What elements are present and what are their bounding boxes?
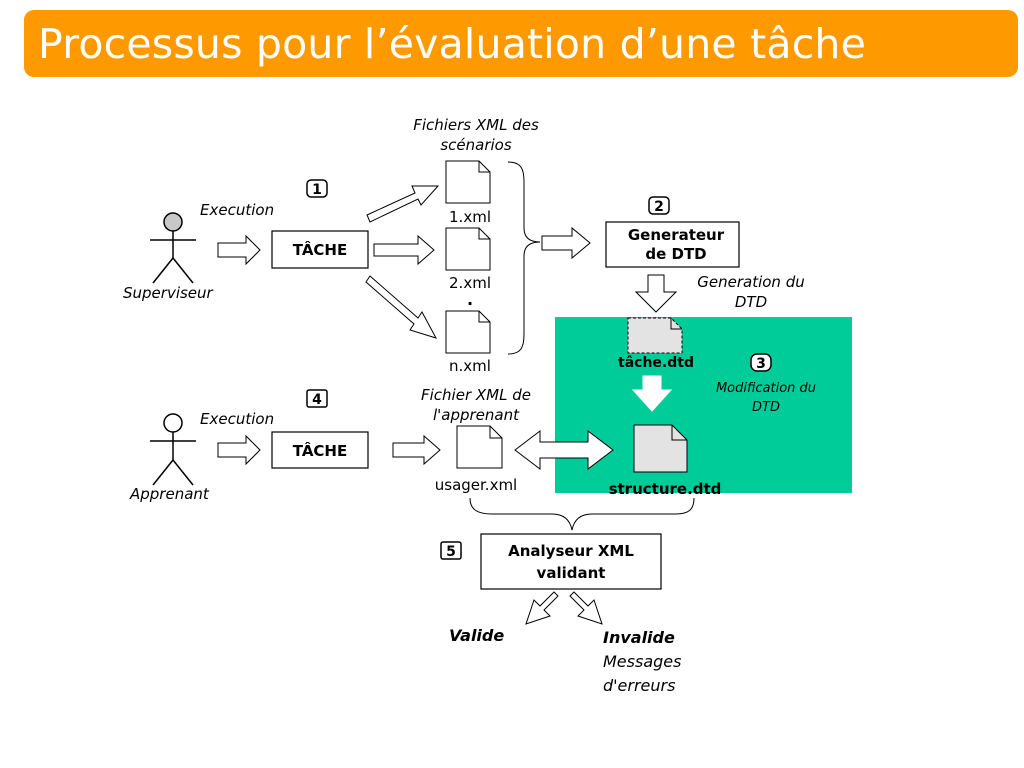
arrow-task-to-file-n xyxy=(365,275,438,339)
step-badge-3-label: 3 xyxy=(756,356,766,372)
dtd-generator-line1: Generateur xyxy=(628,226,725,244)
files-brace xyxy=(507,161,541,355)
step-badge-5: 5 xyxy=(440,541,462,560)
file-n-label: n.xml xyxy=(449,357,491,375)
arrow-analyzer-to-valid xyxy=(525,591,559,625)
step-badge-2-label: 2 xyxy=(654,199,664,215)
title-bar: Processus pour l’évaluation d’une tâche xyxy=(24,10,1018,77)
task-box-1: TÂCHE xyxy=(271,230,369,269)
arrow-apprenant-to-task xyxy=(217,434,261,466)
xml-scenarios-header-line2: scénarios xyxy=(440,136,512,154)
generation-dtd-line1: Generation du xyxy=(697,273,804,291)
file-ellipsis: . xyxy=(467,290,473,309)
arrow-analyzer-to-invalid xyxy=(569,591,603,625)
arrow-superviseur-to-task xyxy=(217,234,261,266)
superviseur-label: Superviseur xyxy=(123,284,214,302)
learner-xml-header-line1: Fichier XML de xyxy=(421,386,531,404)
arrow-task-to-file-2 xyxy=(373,234,435,266)
invalid-result-label: Invalide xyxy=(603,628,675,647)
analyzer-input-brace xyxy=(469,497,695,531)
task-box-2-label: TÂCHE xyxy=(293,441,348,460)
dtd-modification-panel xyxy=(555,317,852,493)
structure-dtd-file-icon xyxy=(633,424,688,473)
file-1-label: 1.xml xyxy=(449,208,491,226)
xml-analyzer-line2: validant xyxy=(537,564,606,582)
step-badge-3: 3 xyxy=(750,353,772,372)
step-badge-4: 4 xyxy=(306,389,328,408)
apprenant-actor-icon xyxy=(150,413,196,486)
xml-analyzer-line1: Analyseur XML xyxy=(508,542,634,560)
step-badge-1-label: 1 xyxy=(312,182,322,198)
step-badge-2: 2 xyxy=(648,196,670,215)
file-2-label: 2.xml xyxy=(449,274,491,292)
valid-result-label: Valide xyxy=(449,626,504,645)
file-2-icon xyxy=(445,227,491,271)
structure-dtd-label: structure.dtd xyxy=(609,480,722,498)
dtd-generator-line2: de DTD xyxy=(645,245,706,263)
superviseur-actor-icon xyxy=(150,212,196,284)
xml-scenarios-header-line1: Fichiers XML des xyxy=(413,116,539,134)
modification-dtd-line2: DTD xyxy=(752,400,780,415)
arrow-generator-to-tache-dtd xyxy=(634,274,678,313)
arrow-task-to-learner-xml xyxy=(392,434,441,466)
task-box-2: TÂCHE xyxy=(271,431,369,469)
arrow-task-to-file-1 xyxy=(366,185,440,223)
modification-dtd-line1: Modification du xyxy=(716,381,816,396)
execution-label-2: Execution xyxy=(200,410,274,428)
learner-xml-header-line2: l'apprenant xyxy=(433,406,520,424)
file-1-icon xyxy=(445,160,491,204)
apprenant-label: Apprenant xyxy=(129,485,210,503)
file-n-icon xyxy=(445,310,491,354)
dtd-generator-box: Generateur de DTD xyxy=(605,221,740,268)
learner-xml-file-icon xyxy=(456,425,503,469)
step-badge-1: 1 xyxy=(306,179,328,198)
xml-analyzer-box: Analyseur XML validant xyxy=(480,533,662,590)
learner-file-label: usager.xml xyxy=(435,476,517,494)
tache-dtd-label: tâche.dtd xyxy=(618,355,694,371)
error-messages-line2: d'erreurs xyxy=(603,676,675,695)
arrow-tache-to-structure-dtd xyxy=(631,375,673,412)
generation-dtd-line2: DTD xyxy=(735,293,767,311)
arrow-files-to-generator xyxy=(541,226,591,260)
error-messages-line1: Messages xyxy=(603,652,681,671)
execution-label-1: Execution xyxy=(200,201,274,219)
step-badge-4-label: 4 xyxy=(312,392,322,408)
double-arrow-learner-structure xyxy=(514,429,614,471)
tache-dtd-file-icon xyxy=(627,317,683,354)
task-box-1-label: TÂCHE xyxy=(293,240,348,259)
step-badge-5-label: 5 xyxy=(446,544,456,560)
slide-title: Processus pour l’évaluation d’une tâche xyxy=(38,19,867,68)
